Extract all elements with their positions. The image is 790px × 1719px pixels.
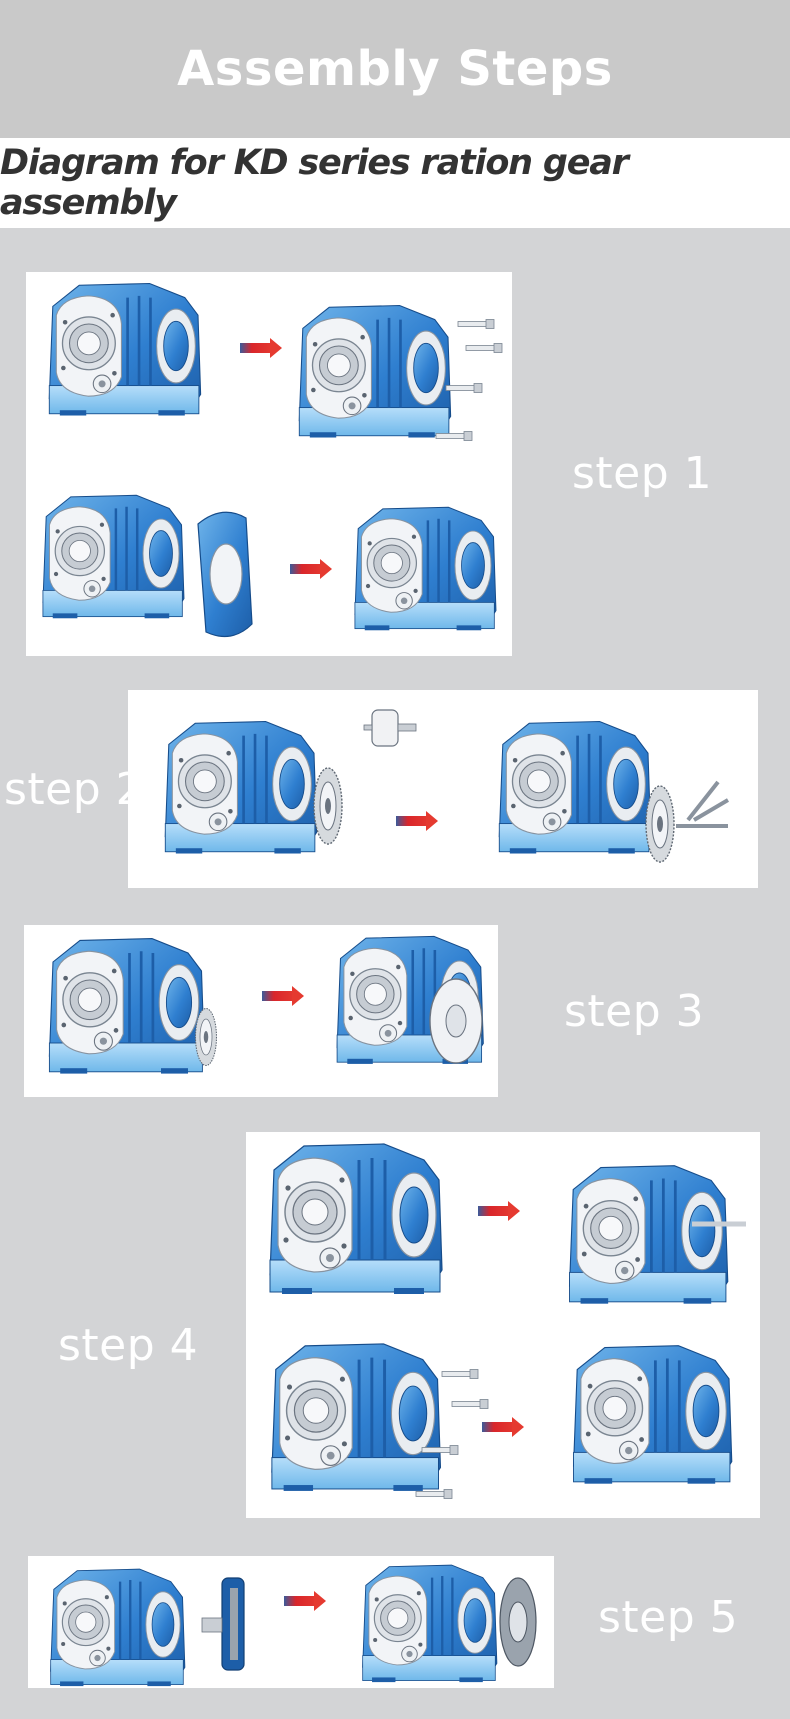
step-3-label: step 3: [564, 986, 705, 1037]
step-arrow-icon: [240, 338, 282, 358]
output-flange-image: [429, 978, 483, 1064]
bolt-icon: [457, 319, 495, 329]
gearbox-image: [49, 1567, 187, 1688]
step-arrow-icon: [290, 559, 332, 579]
step-2-label: step 2: [4, 764, 145, 815]
gearbox-image: [270, 1342, 442, 1493]
page-title: Assembly Steps: [177, 41, 613, 97]
step-4-illustration: [268, 1142, 746, 1499]
step-arrow-icon: [284, 1591, 326, 1611]
gearbox-image: [48, 937, 206, 1075]
subheader-banner: Diagram for KD series ration gear assemb…: [0, 138, 790, 228]
step-arrow-icon: [262, 986, 304, 1006]
gearbox-image: [268, 1142, 444, 1296]
gearbox-image: [353, 506, 498, 632]
diagram-subtitle: Diagram for KD series ration gear assemb…: [0, 143, 629, 223]
step-4-diagram-panel: [246, 1132, 760, 1518]
step-5-diagram-panel: [28, 1556, 554, 1688]
step-1-illustration: [41, 282, 503, 638]
step-arrow-icon: [482, 1417, 524, 1437]
coupling-part-image: [363, 709, 417, 747]
adapter-part-image: [201, 1577, 245, 1671]
bolt-icon: [451, 1399, 489, 1409]
gear-wheel-image: [313, 767, 343, 845]
bolt-icon: [445, 383, 483, 393]
gearbox-image: [41, 494, 186, 620]
shaft-image: [676, 780, 730, 828]
step-arrow-icon: [396, 811, 438, 831]
header-banner: Assembly Steps: [0, 0, 790, 138]
bolt-icon: [441, 1369, 479, 1379]
step-arrow-icon: [478, 1201, 520, 1221]
gearbox-image: [163, 720, 318, 855]
step-1-label: step 1: [572, 448, 713, 499]
step-5-label: step 5: [598, 1592, 739, 1643]
bolt-icon: [465, 343, 503, 353]
gear-wheel-image: [194, 1007, 218, 1067]
output-flange-image: [499, 1577, 537, 1667]
gearbox-image: [497, 720, 652, 855]
gearbox-image: [297, 304, 452, 439]
step-2-illustration: [163, 709, 730, 863]
step-2-diagram-panel: [128, 690, 758, 888]
gearbox-image: [361, 1563, 499, 1684]
gearbox-image: [572, 1344, 734, 1486]
flange-plate-image: [197, 511, 253, 638]
gearbox-image: [47, 282, 202, 417]
step-3-diagram-panel: [24, 925, 498, 1097]
step-4-label: step 4: [58, 1320, 199, 1371]
gearbox-image: [568, 1164, 730, 1306]
step-5-illustration: [49, 1563, 537, 1688]
step-1-diagram-panel: [26, 272, 512, 656]
gear-wheel-image: [645, 785, 675, 863]
step-3-illustration: [48, 935, 485, 1075]
